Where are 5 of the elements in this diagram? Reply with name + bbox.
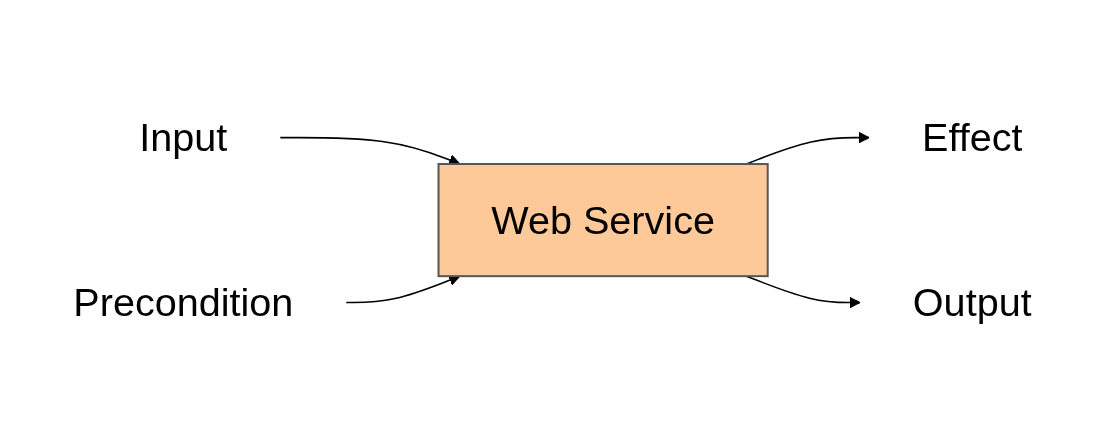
node-box: Web Service [437,162,769,278]
node-text: Precondition [73,280,294,325]
node-text: Input [139,115,228,160]
node-text: Effect [922,115,1023,160]
node-text: Output [912,280,1032,325]
